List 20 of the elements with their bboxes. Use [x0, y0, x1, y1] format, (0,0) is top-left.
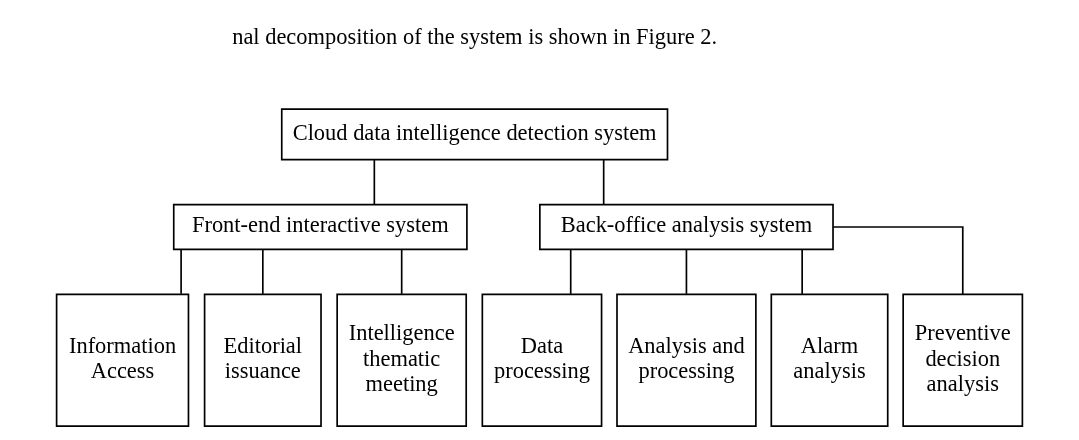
connector [373, 158, 376, 206]
label: nal decomposition of the system is shown in Figure 2. [232, 24, 718, 50]
node-box: Information Access [55, 293, 190, 428]
connector [832, 226, 964, 295]
node-box: Back-office analysis system [539, 203, 834, 251]
connector [180, 248, 182, 295]
connector [400, 248, 403, 295]
connector [685, 248, 688, 295]
node-box: Editorial issuance [203, 293, 322, 428]
node-box: Analysis and processing [616, 293, 757, 428]
node-box: Front-end interactive system [172, 203, 468, 251]
node-box: Preventive decision analysis [902, 293, 1024, 428]
node-box: Data processing [481, 293, 603, 428]
node-box: Alarm analysis [770, 293, 889, 428]
connector [261, 248, 264, 295]
node-box: Cloud data intelligence detection system [280, 108, 669, 161]
connector [801, 248, 803, 295]
node-box: Intelligence thematic meeting [336, 293, 468, 428]
connector [569, 248, 572, 295]
connector [602, 158, 605, 206]
